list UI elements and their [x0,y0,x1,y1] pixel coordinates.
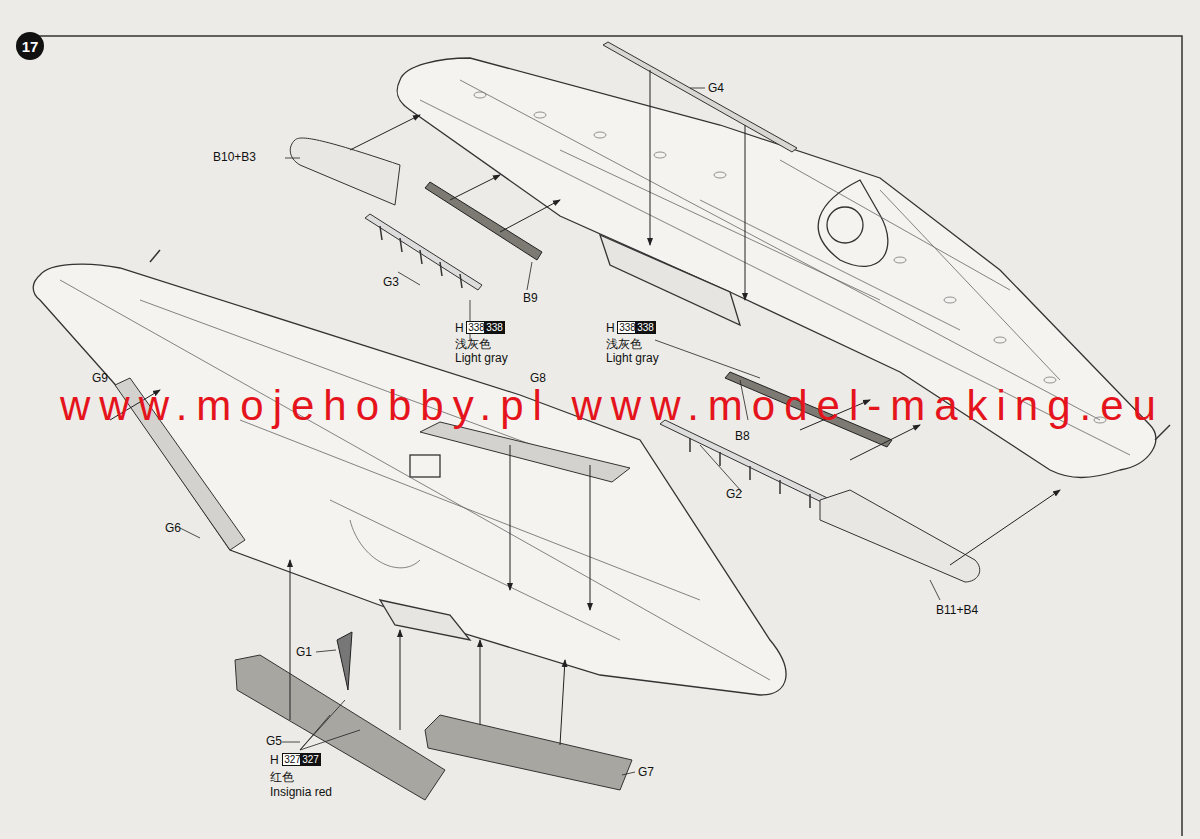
paint-label: Light gray [606,352,659,365]
paint-label: 浅灰色 [455,338,491,351]
watermark: www.mojehobby.pl www.model-making.eu [60,383,1165,429]
paint-label: H [270,754,279,767]
part-number: G5 [266,735,282,748]
part-number: B10+B3 [213,151,256,164]
part-number: B11+B4 [936,604,978,617]
step-number: 17 [16,32,44,60]
part-number: G6 [165,522,181,535]
part-number: G1 [296,646,312,659]
node-text: 338 [486,323,503,333]
paint-label: H [606,322,615,335]
part-number: G4 [708,82,724,95]
paint-code-chip: 338 [484,321,505,334]
paint-code-chip: 327 [300,753,321,766]
paint-code-chip: 338 [635,321,656,334]
node-text: 17 [22,39,39,54]
part-number: B8 [735,430,750,443]
paint-label: H [455,322,464,335]
part-number: G2 [726,488,742,501]
node-text: 327 [284,755,301,765]
paint-label: Insignia red [270,786,332,799]
part-number: G7 [638,766,654,779]
node-text: 327 [302,755,319,765]
node-text: 338 [619,323,636,333]
part-number: B9 [523,292,538,305]
part-number: G3 [383,276,399,289]
paint-label: 浅灰色 [606,338,642,351]
node-text: 338 [468,323,485,333]
paint-label: 红色 [270,771,294,784]
node-text: 338 [637,323,654,333]
paint-label: Light gray [455,352,508,365]
